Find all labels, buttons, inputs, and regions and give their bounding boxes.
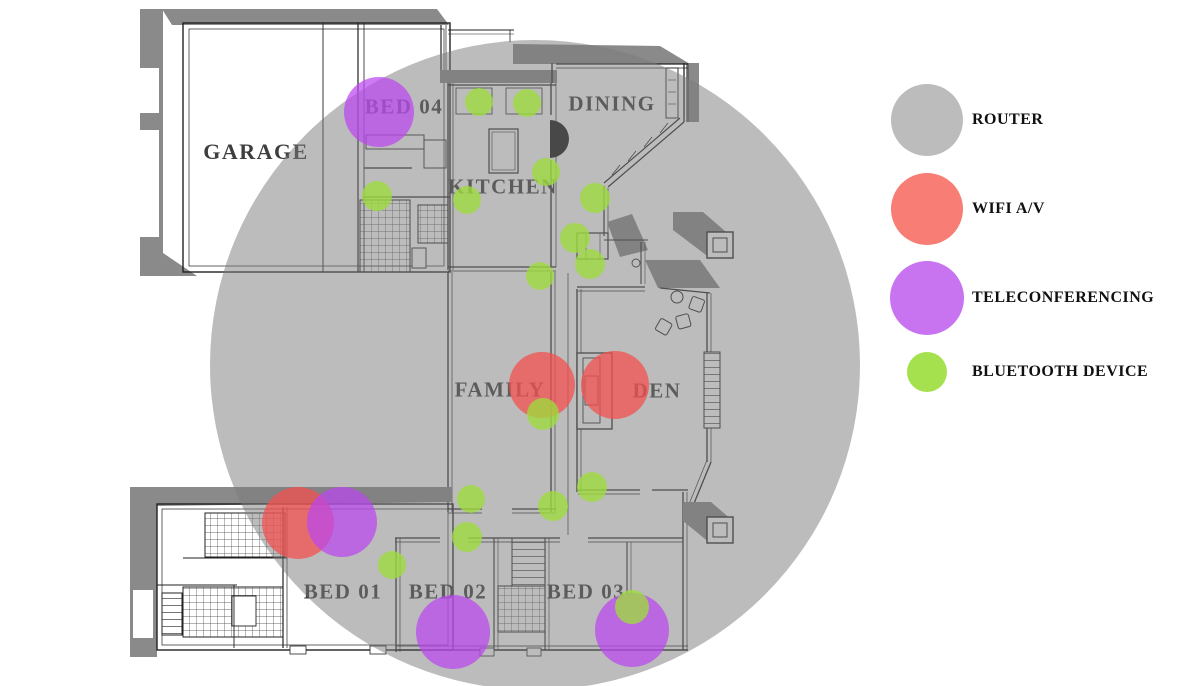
stairs	[511, 537, 546, 587]
legend-label-teleconferencing: TELECONFERENCING	[972, 289, 1155, 306]
garage-top-wall-band	[162, 9, 449, 25]
bed01-wing-structure	[130, 487, 454, 657]
kitchen-top-wall-band	[440, 70, 557, 83]
bed-block-structure	[395, 537, 688, 657]
den-table	[670, 290, 684, 304]
closet-hatch-area	[417, 204, 449, 244]
den-chair	[655, 318, 673, 336]
den-chair	[688, 296, 705, 313]
bath-hatch-area	[359, 199, 411, 273]
post	[706, 231, 734, 259]
stair-closet-hatch	[497, 585, 546, 633]
legend-label-bluetooth: BLUETOOTH DEVICE	[972, 363, 1149, 380]
wing-top-wall-band	[130, 487, 452, 506]
wing-hatch-area	[204, 512, 286, 558]
wing-window-seat	[161, 592, 183, 636]
entry-structure	[576, 214, 648, 284]
entry-cabinet	[576, 232, 609, 260]
legend-swatch-bluetooth	[907, 352, 947, 392]
family-structure	[447, 272, 556, 514]
den-overhang-shadow	[645, 260, 720, 288]
garage-structure	[140, 9, 451, 276]
door-leaf	[550, 120, 569, 158]
legend-swatch-wifi-av	[891, 173, 963, 245]
den-chair	[675, 313, 692, 330]
entry-shadow	[607, 214, 648, 257]
den-window-seat	[703, 351, 721, 429]
dining-window	[665, 67, 679, 119]
legend-swatch-teleconferencing	[890, 261, 964, 335]
dining-top-wall-band	[513, 44, 690, 64]
tv-cabinet	[576, 352, 613, 430]
legend: ROUTER WIFI A/V TELECONFERENCING BLUETOOTH …	[888, 78, 1188, 408]
legend-label-router: ROUTER	[972, 111, 1044, 128]
legend-swatch-router	[891, 84, 963, 156]
kitchen-island	[488, 128, 519, 174]
post	[706, 516, 734, 544]
kitchen-structure	[440, 29, 569, 272]
den-structure	[567, 260, 721, 542]
legend-label-wifi-av: WIFI A/V	[972, 200, 1045, 217]
